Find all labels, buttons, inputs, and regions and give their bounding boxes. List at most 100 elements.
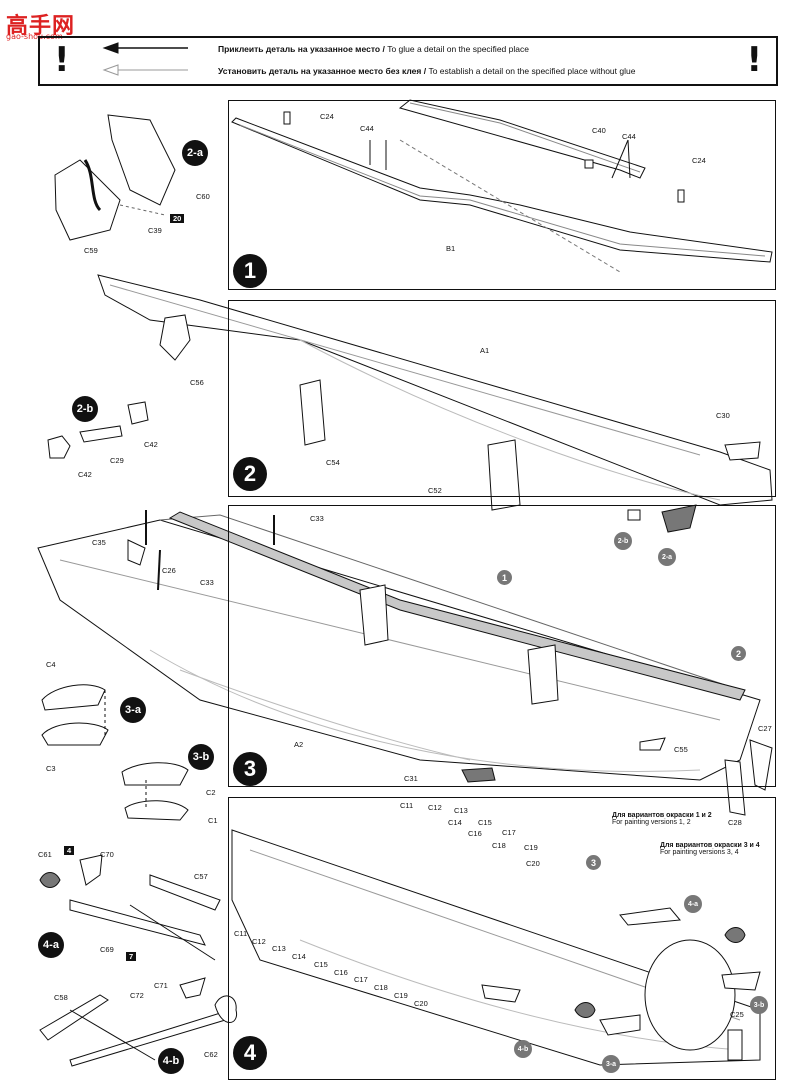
part-label-a2: A2: [294, 740, 304, 749]
part-label-c18-bottom: C18: [374, 983, 388, 992]
part-label-c12-top: C12: [428, 803, 442, 812]
part-label-c25: C25: [730, 1010, 744, 1019]
ref-2a: 2-a: [658, 548, 676, 566]
part-label-c70: C70: [100, 850, 114, 859]
part-label-c71: C71: [154, 981, 168, 990]
part-label-c56: C56: [190, 378, 204, 387]
part-label-c28: C28: [728, 818, 742, 827]
part-label-c3: C3: [46, 764, 56, 773]
part-label-c44-a: C44: [360, 124, 374, 133]
part-label-c16-top: C16: [468, 829, 482, 838]
part-label-c29: C29: [110, 456, 124, 465]
part-label-c52: C52: [428, 486, 442, 495]
part-label-c13-bottom: C13: [272, 944, 286, 953]
part-label-c14-top: C14: [448, 818, 462, 827]
part-label-c62: C62: [204, 1050, 218, 1059]
part-label-c15-top: C15: [478, 818, 492, 827]
substep-4a-badge: 4-a: [38, 932, 64, 958]
part-label-c55: C55: [674, 745, 688, 754]
part-label-c39: C39: [148, 226, 162, 235]
part-label-c59: C59: [84, 246, 98, 255]
part-label-c60: C60: [196, 192, 210, 201]
step-4-badge: 4: [233, 1036, 267, 1070]
part-label-c19-top: C19: [524, 843, 538, 852]
glue-legend-sep: /: [382, 44, 385, 54]
part-label-c61: C61: [38, 850, 52, 859]
part-label-c2: C2: [206, 788, 216, 797]
noglue-legend-en: To establish a detail on the specified p…: [428, 66, 636, 76]
note-v12-ru: Для вариантов окраски 1 и 2: [612, 812, 712, 819]
part-label-c30: C30: [716, 411, 730, 420]
panel-step-1: [228, 100, 776, 290]
part-label-c42-b: C42: [78, 470, 92, 479]
part-label-c19-bottom: C19: [394, 991, 408, 1000]
part-label-c40: C40: [592, 126, 606, 135]
note-v34-en: For painting versions 3, 4: [660, 849, 739, 856]
part-label-c15-bottom: C15: [314, 960, 328, 969]
panel-step-3: [228, 505, 776, 787]
part-label-c42-a: C42: [144, 440, 158, 449]
step-1-badge: 1: [233, 254, 267, 288]
substep-2b-badge: 2-b: [72, 396, 98, 422]
ref-step-1: 1: [497, 570, 512, 585]
part-label-c16-bottom: C16: [334, 968, 348, 977]
step-3-badge: 3: [233, 752, 267, 786]
paint-flag-4: 4: [64, 846, 75, 855]
glue-legend: Приклеить деталь на указанное место / To…: [218, 44, 529, 54]
ref-4b: 4-b: [514, 1040, 532, 1058]
note-versions-1-2: Для вариантов окраски 1 и 2 For painting…: [612, 812, 712, 826]
part-label-c35: C35: [92, 538, 106, 547]
part-label-c11-bottom: C11: [234, 929, 248, 938]
noglue-legend-sep: /: [423, 66, 427, 76]
part-label-c1: C1: [208, 816, 218, 825]
glue-legend-ru: Приклеить деталь на указанное место: [218, 44, 381, 54]
panel-step-2: [228, 300, 776, 497]
part-label-c24-b: C24: [692, 156, 706, 165]
substep-4b-badge: 4-b: [158, 1048, 184, 1074]
part-label-c54: C54: [326, 458, 340, 467]
noglue-legend-ru: Установить деталь на указанное место без…: [218, 66, 422, 76]
part-label-c72: C72: [130, 991, 144, 1000]
part-label-c58: C58: [54, 993, 68, 1002]
part-label-c20-top: C20: [526, 859, 540, 868]
ref-4a: 4-a: [684, 895, 702, 913]
substep-3a-badge: 3-a: [120, 697, 146, 723]
step-2-badge: 2: [233, 457, 267, 491]
part-label-c69: C69: [100, 945, 114, 954]
part-label-c33-a: C33: [310, 514, 324, 523]
substep-3b-badge: 3-b: [188, 744, 214, 770]
right-exclamation: !: [746, 40, 762, 80]
substep-2a-badge: 2-a: [182, 140, 208, 166]
paint-flag-7: 7: [126, 952, 137, 961]
note-v34-ru: Для вариантов окраски 3 и 4: [660, 842, 760, 849]
ref-3b: 3-b: [750, 996, 768, 1014]
part-label-c33-b: C33: [200, 578, 214, 587]
part-label-c4: C4: [46, 660, 56, 669]
part-label-c11-top: C11: [400, 801, 414, 810]
part-label-c13-top: C13: [454, 806, 468, 815]
paint-flag-20: 20: [170, 214, 185, 223]
noglue-legend: Установить деталь на указанное место без…: [218, 66, 635, 76]
part-label-c18-top: C18: [492, 841, 506, 850]
part-label-c17-bottom: C17: [354, 975, 368, 984]
ref-step-3: 3: [586, 855, 601, 870]
part-label-c31: C31: [404, 774, 418, 783]
glue-legend-en: To glue a detail on the specified place: [387, 44, 529, 54]
note-versions-3-4: Для вариантов окраски 3 и 4 For painting…: [660, 842, 760, 856]
part-label-c24-a: C24: [320, 112, 334, 121]
watermark-logo: 高手网: [6, 14, 76, 39]
left-exclamation: !: [54, 40, 70, 80]
part-label-a1: A1: [480, 346, 490, 355]
part-label-c44-b: C44: [622, 132, 636, 141]
part-label-c14-bottom: C14: [292, 952, 306, 961]
watermark-url: gao-shou.com: [6, 32, 63, 41]
ref-step-2: 2: [731, 646, 746, 661]
part-label-c20-bottom: C20: [414, 999, 428, 1008]
part-label-c27: C27: [758, 724, 772, 733]
part-label-c57: C57: [194, 872, 208, 881]
part-label-c12-bottom: C12: [252, 937, 266, 946]
ref-3a: 3-a: [602, 1055, 620, 1073]
note-v12-en: For painting versions 1, 2: [612, 819, 691, 826]
part-label-c17-top: C17: [502, 828, 516, 837]
